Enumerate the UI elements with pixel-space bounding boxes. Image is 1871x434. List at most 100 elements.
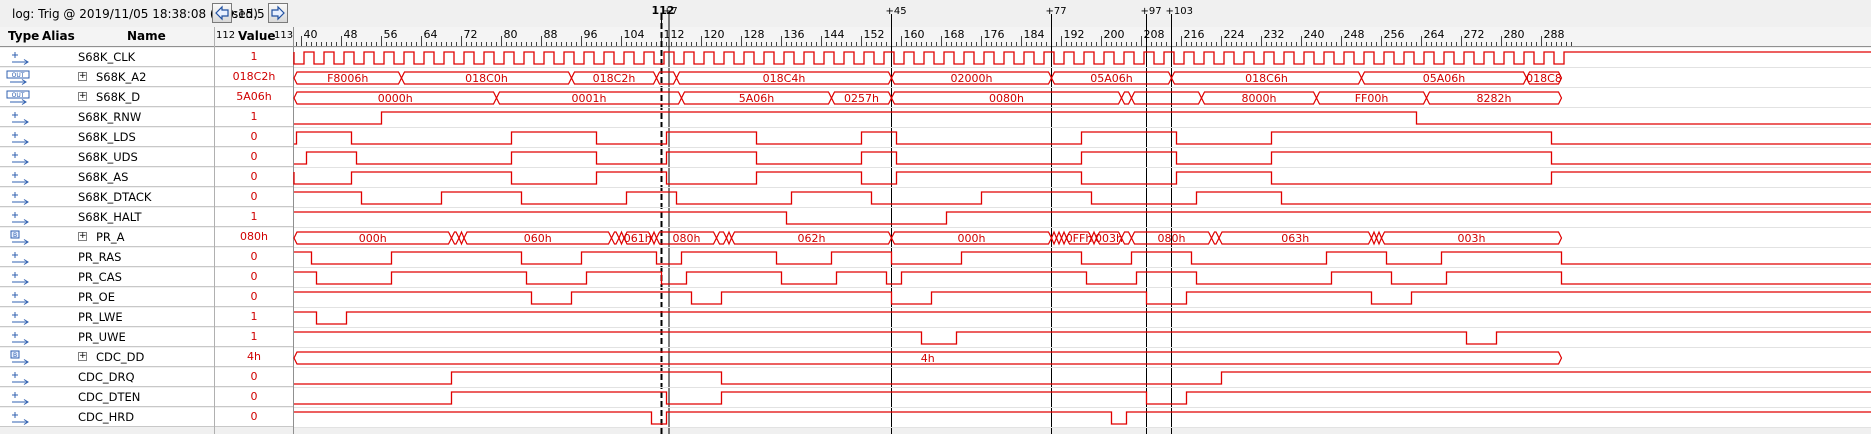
bus-value-label: 4h [921, 352, 935, 365]
name-column-header[interactable]: Name [127, 29, 166, 43]
svg-text:OUT: OUT [12, 72, 25, 79]
input-signal-icon [6, 150, 32, 165]
expand-bus-icon[interactable]: + [78, 351, 87, 361]
bus-value-label: 061h [624, 232, 652, 245]
logic-waveform [294, 271, 1871, 285]
bus-value-label: 018C6h [1245, 72, 1288, 85]
bus-value-label: 080h [673, 232, 701, 245]
ruler-tick-label: 64 [424, 28, 438, 41]
input-bus-icon: B [6, 350, 32, 365]
input-bus-icon: B [6, 230, 32, 245]
signal-name: CDC_DRQ [78, 370, 135, 384]
ruler-tick-label: 168 [944, 28, 965, 41]
input-signal-icon [6, 130, 32, 145]
ruler-tick-label: 56 [384, 28, 398, 41]
bus-segment [293, 351, 1563, 365]
bus-segment [1425, 91, 1563, 105]
ruler-tick-label: 288 [1544, 28, 1565, 41]
bus-value-label: 003h [1458, 232, 1486, 245]
svg-text:B: B [13, 232, 17, 239]
logic-waveform [294, 331, 1871, 345]
signal-name: S68K_DTACK [78, 190, 152, 204]
arrow-left-icon [213, 4, 231, 22]
ruler-tick-label: 80 [504, 28, 518, 41]
signal-value: 0 [250, 150, 258, 163]
ruler-tick-label: 96 [584, 28, 598, 41]
input-signal-icon [6, 50, 32, 65]
ruler-tick-label: 272 [1464, 28, 1485, 41]
signal-value: 1 [250, 110, 258, 123]
expand-bus-icon[interactable]: + [78, 91, 87, 101]
logic-waveform [294, 391, 1871, 405]
bus-value-label: 5A06h [739, 92, 775, 105]
ruler-tick-label: 104 [624, 28, 645, 41]
ruler-tick-label: 160 [904, 28, 925, 41]
signal-value: 0 [250, 290, 258, 303]
toolbar: log: Trig @ 2019/11/05 18:38:08 (0:0:15.… [0, 0, 1871, 27]
bus-value-label: 018C0h [465, 72, 508, 85]
logic-waveform [294, 411, 1871, 425]
signal-name: S68K_UDS [78, 150, 138, 164]
logic-waveform [294, 251, 1871, 265]
ruler-tick-label: 216 [1184, 28, 1205, 41]
bus-value-label: 05A06h [1090, 72, 1133, 85]
expand-bus-icon[interactable]: + [78, 231, 87, 241]
input-signal-icon [6, 330, 32, 345]
signal-name: PR_LWE [78, 310, 123, 324]
signal-value: 0 [250, 250, 258, 263]
alias-column-header[interactable]: Alias [42, 29, 75, 43]
next-trigger-button[interactable] [268, 3, 288, 23]
ruler-tick-label: 144 [824, 28, 845, 41]
time-marker-label: +103 [1166, 6, 1193, 17]
bus-value-label: 0080h [989, 92, 1024, 105]
logic-waveform [294, 371, 1871, 385]
value-column-header[interactable]: Value [238, 29, 276, 43]
signal-row[interactable]: S68K_UDS 0 [0, 148, 294, 167]
ruler-tick-label: 184 [1024, 28, 1045, 41]
signal-value: 1 [250, 50, 258, 63]
value-left-sample: 112 [216, 30, 236, 41]
signal-name: PR_A [96, 230, 125, 244]
bus-value-label: 060h [524, 232, 552, 245]
svg-text:B: B [13, 352, 17, 359]
signal-name: PR_CAS [78, 270, 122, 284]
signal-list-header: Type Alias Name 112 Value 113 [0, 27, 294, 47]
ruler-tick-label: 136 [784, 28, 805, 41]
ruler-tick-label: 280 [1504, 28, 1525, 41]
ruler-tick-label: 72 [464, 28, 478, 41]
type-column-header[interactable]: Type [8, 29, 40, 43]
signal-value: 0 [250, 410, 258, 423]
prev-trigger-button[interactable] [212, 3, 232, 23]
value-right-sample: 113 [274, 30, 294, 41]
input-signal-icon [6, 190, 32, 205]
time-marker-label: +45 [886, 6, 907, 17]
expand-bus-icon[interactable]: + [78, 71, 87, 81]
signal-name: S68K_LDS [78, 130, 136, 144]
bus-value-label: 003h [1095, 232, 1123, 245]
logic-waveform [294, 131, 1871, 145]
bus-value-label: 018C8 [1526, 72, 1562, 85]
bus-value-label: 000h [958, 232, 986, 245]
ruler-tick-label: 128 [744, 28, 765, 41]
input-signal-icon [6, 110, 32, 125]
ruler-tick-label: 192 [1064, 28, 1085, 41]
